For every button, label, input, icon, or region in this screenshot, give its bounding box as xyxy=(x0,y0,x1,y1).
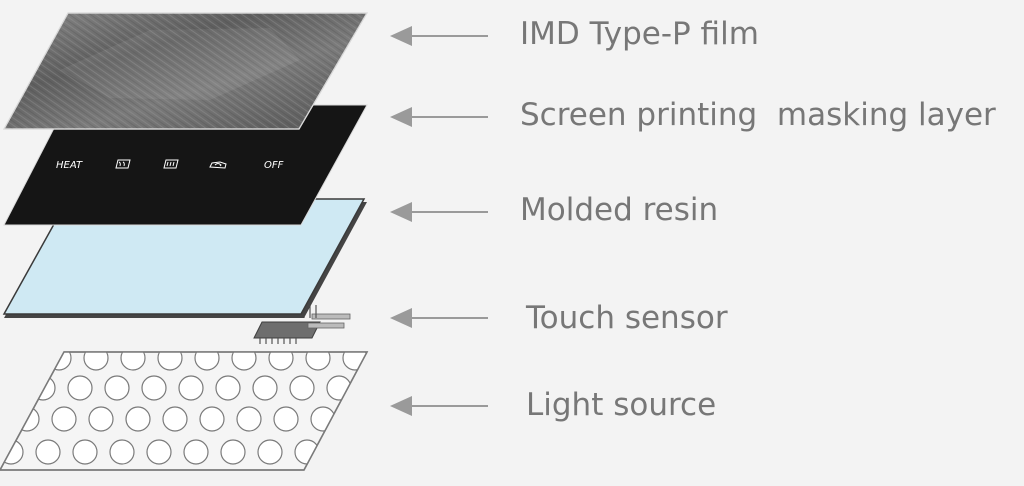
arrow-icon xyxy=(390,396,488,416)
led-dot xyxy=(289,375,315,401)
led-dot xyxy=(347,406,367,432)
film-label: IMD Type-P film xyxy=(520,16,759,52)
imd-film-layer xyxy=(2,12,369,130)
led-dot xyxy=(236,406,262,432)
led-dot xyxy=(331,439,357,465)
led-dot xyxy=(157,352,183,371)
led-dot xyxy=(273,406,299,432)
led-dot xyxy=(35,439,61,465)
led-dot xyxy=(0,439,24,465)
led-dot xyxy=(199,406,225,432)
led-dot xyxy=(88,406,114,432)
led-dot xyxy=(231,352,257,371)
recirculation-icon xyxy=(209,161,227,169)
led-dot xyxy=(178,375,204,401)
led-dot xyxy=(252,375,278,401)
led-dot xyxy=(220,439,246,465)
led-dot xyxy=(294,439,320,465)
molded-resin-layer xyxy=(2,198,367,318)
sensor-label: Touch sensor xyxy=(526,300,728,336)
led-dot xyxy=(183,439,209,465)
led-dot xyxy=(125,406,151,432)
led-dot xyxy=(120,352,146,371)
led-dot xyxy=(104,375,130,401)
led-dot xyxy=(67,375,93,401)
led-dot xyxy=(51,406,77,432)
led-dot xyxy=(162,406,188,432)
led-dot xyxy=(194,352,220,371)
led-dot xyxy=(141,375,167,401)
resin-label: Molded resin xyxy=(520,192,719,228)
led-dot xyxy=(380,346,404,370)
arrow-icon xyxy=(390,202,488,222)
led-dot xyxy=(146,439,172,465)
led-dot xyxy=(72,439,98,465)
windshield-defrost-icon xyxy=(115,159,131,169)
rear-defrost-icon xyxy=(163,159,179,169)
led-dot xyxy=(305,352,331,371)
light-source-label: Light source xyxy=(526,387,717,423)
led-dot xyxy=(268,352,294,371)
led-dot xyxy=(30,375,56,401)
off-label: OFF xyxy=(264,160,284,171)
layer-arrows xyxy=(390,26,488,416)
led-dot xyxy=(83,352,109,371)
light-source-layer xyxy=(0,346,404,471)
led-dot xyxy=(363,375,367,401)
masking-label: Screen printing masking layer xyxy=(520,97,996,133)
heat-label: HEAT xyxy=(56,160,83,171)
masking-layer: HEAT OFF xyxy=(3,104,368,226)
led-dot xyxy=(109,439,135,465)
led-dot xyxy=(257,439,283,465)
led-dot xyxy=(46,352,72,371)
led-dot xyxy=(215,375,241,401)
arrow-icon xyxy=(390,107,488,127)
touch-sensor-connector xyxy=(253,303,351,344)
arrow-icon xyxy=(390,26,488,46)
arrow-icon xyxy=(390,308,488,328)
